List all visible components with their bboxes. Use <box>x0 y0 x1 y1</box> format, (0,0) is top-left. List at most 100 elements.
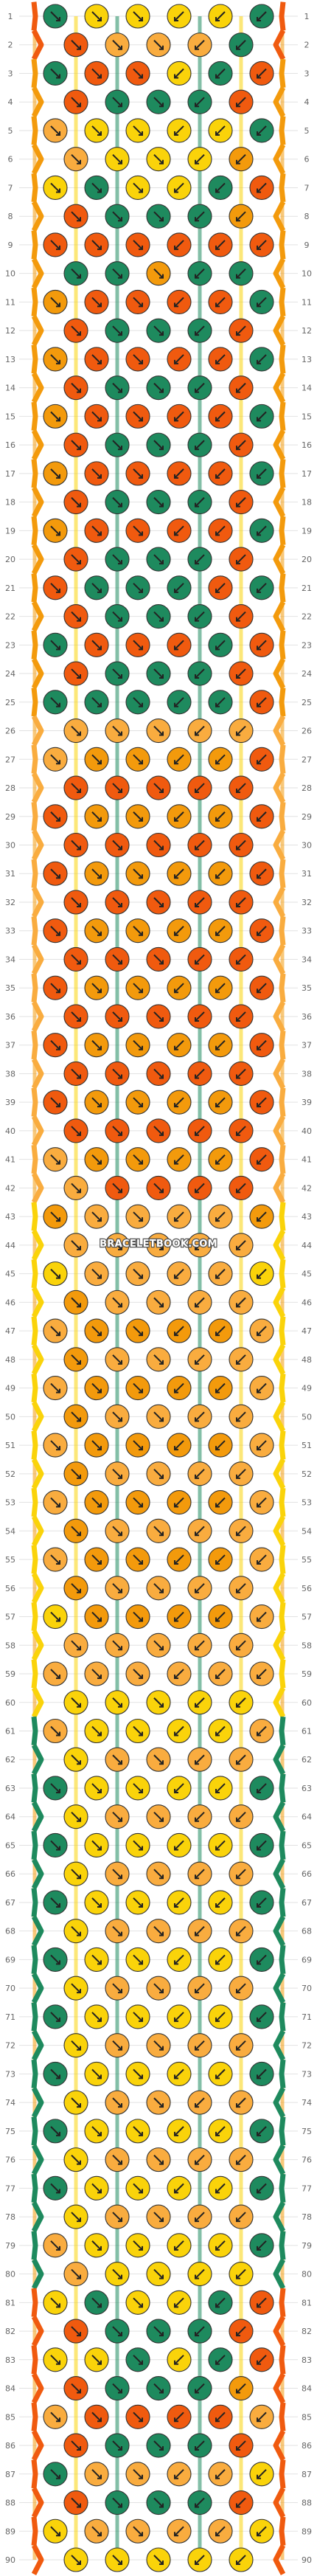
knot-arrowhead <box>195 2446 199 2451</box>
knot-arrow <box>50 1725 60 1737</box>
edge-knot-left <box>31 2430 44 2462</box>
knot-arrow <box>174 583 184 593</box>
knot-arrow <box>71 40 81 50</box>
knot-arrowhead <box>56 2131 60 2136</box>
knot-arrowhead <box>56 2074 60 2080</box>
row-number-left: 34 <box>5 955 15 964</box>
knot-arrowhead <box>56 874 60 879</box>
row-number-right: 77 <box>302 2184 312 2193</box>
knot <box>63 1118 88 1143</box>
row-number-left: 81 <box>5 2298 15 2307</box>
knot <box>187 1004 212 1029</box>
knot <box>167 2175 192 2201</box>
knot-arrowhead <box>118 960 122 965</box>
knot <box>43 861 68 886</box>
knot-arrowhead <box>77 1874 81 1880</box>
knot-arrowhead <box>139 245 143 250</box>
knot-arrowhead <box>159 502 164 508</box>
knot <box>208 232 233 257</box>
knot <box>208 1204 233 1229</box>
knot-arrowhead <box>77 2103 81 2108</box>
knot <box>63 890 88 915</box>
knot <box>208 1718 233 1744</box>
edge-knot-right <box>279 2002 286 2032</box>
knot <box>146 718 171 744</box>
knot-arrowhead <box>257 2360 261 2365</box>
knot <box>187 1804 212 1829</box>
knot <box>208 1376 233 1401</box>
knot <box>229 1690 254 1715</box>
knot-arrow <box>257 297 267 308</box>
edge-knot-left <box>31 658 44 690</box>
row-number-right: 71 <box>302 2012 312 2022</box>
knot <box>84 1832 109 1858</box>
knot-arrow <box>133 525 143 536</box>
knot <box>208 1433 233 1458</box>
knot <box>105 1404 130 1429</box>
knot <box>249 518 274 543</box>
knot-arrowhead <box>139 1731 143 1737</box>
row-number-left: 20 <box>5 555 15 564</box>
row-number-right: 41 <box>302 1155 312 1165</box>
knot-arrow <box>50 468 60 479</box>
knot-arrowhead <box>118 1131 122 1136</box>
edge-knot-left <box>31 2002 38 2032</box>
knot-arrow <box>112 897 122 907</box>
knot-arrow <box>50 1840 60 1851</box>
knot <box>249 4 274 29</box>
knot-arrowhead <box>174 1675 178 1680</box>
knot <box>84 632 109 657</box>
knot-arrow <box>50 2240 60 2251</box>
knot-arrow <box>50 1954 60 1965</box>
knot <box>229 490 254 515</box>
knot-arrow <box>91 354 102 364</box>
knot <box>146 1118 171 1143</box>
knot <box>84 1490 109 1515</box>
knot-arrow <box>215 811 226 822</box>
edge-knot-left <box>31 1744 44 1776</box>
knot <box>208 518 233 543</box>
knot <box>43 1604 68 1630</box>
knot-arrow <box>257 2068 267 2080</box>
row-number-left: 46 <box>5 1298 15 1307</box>
row-number-left: 85 <box>5 2412 15 2422</box>
knot <box>84 2290 109 2315</box>
knot-arrow <box>236 211 246 221</box>
edge-knot-right <box>273 429 286 461</box>
knot-arrowhead <box>257 359 261 364</box>
knot <box>43 4 68 29</box>
knot <box>43 918 68 944</box>
edge-knot-left <box>31 459 38 488</box>
edge-knot-right <box>273 2430 286 2462</box>
knot-arrowhead <box>215 1217 220 1222</box>
row-number-right: 44 <box>302 1241 312 1250</box>
knot-arrow <box>91 1840 102 1851</box>
knot <box>43 632 68 657</box>
knot-arrowhead <box>97 1675 102 1680</box>
knot-arrowhead <box>56 817 60 822</box>
knot-arrow <box>257 354 267 364</box>
row-number-right: 2 <box>304 41 310 50</box>
knot <box>167 232 192 257</box>
knot-arrowhead <box>77 446 81 451</box>
knot-arrowhead <box>236 902 240 907</box>
knot-arrow <box>195 1240 205 1250</box>
knot-arrowhead <box>77 617 81 622</box>
knot-arrowhead <box>56 1675 60 1680</box>
knot-arrowhead <box>236 674 240 679</box>
knot-arrow <box>174 1611 184 1622</box>
knot-arrowhead <box>195 159 199 165</box>
knot-arrowhead <box>77 1703 81 1708</box>
knot-arrow <box>153 2212 164 2222</box>
knot-arrow <box>50 411 60 422</box>
knot-arrowhead <box>139 588 143 593</box>
knot <box>146 2090 171 2115</box>
knot <box>167 1204 192 1229</box>
knot <box>167 347 192 372</box>
knot-arrow <box>257 68 267 79</box>
row-number-right: 88 <box>302 2499 312 2508</box>
knot-arrow <box>215 125 226 136</box>
knot-arrowhead <box>159 1131 164 1136</box>
row-number-right: 28 <box>302 783 312 793</box>
knot <box>125 2347 150 2372</box>
